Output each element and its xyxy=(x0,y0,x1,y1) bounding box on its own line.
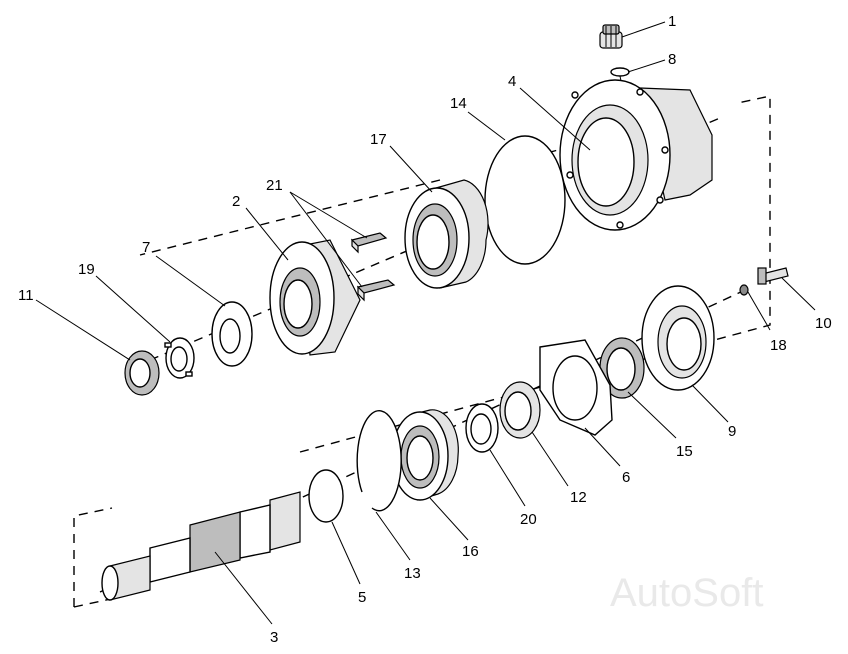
callout-13: 13 xyxy=(404,565,421,582)
callout-9: 9 xyxy=(728,423,736,440)
part-17-bearing xyxy=(404,179,489,289)
part-21-keys xyxy=(350,232,396,302)
callout-11: 11 xyxy=(18,287,34,304)
callout-15: 15 xyxy=(676,443,693,460)
callout-18: 18 xyxy=(770,337,787,354)
callout-20: 20 xyxy=(520,511,537,528)
callout-21: 21 xyxy=(266,177,283,194)
callout-6: 6 xyxy=(622,469,630,486)
callout-14: 14 xyxy=(450,95,467,112)
part-4-housing xyxy=(559,79,713,231)
part-3-shaft xyxy=(101,491,301,601)
callout-4: 4 xyxy=(508,73,516,90)
callout-labels: 1 8 4 14 17 21 2 7 19 11 10 18 9 15 6 12… xyxy=(18,13,832,646)
callout-2: 2 xyxy=(232,193,240,210)
callout-8: 8 xyxy=(668,51,676,68)
part-19-lock-washer xyxy=(164,337,195,379)
part-16-bearing xyxy=(391,409,459,501)
leader-lines xyxy=(35,21,816,625)
callout-5: 5 xyxy=(358,589,366,606)
callout-10: 10 xyxy=(815,315,832,332)
part-13-snap-ring xyxy=(356,410,402,512)
callout-7: 7 xyxy=(142,239,150,256)
part-7-washer xyxy=(211,301,253,367)
part-20-lock-washer xyxy=(465,403,499,453)
part-2-bevel-gear xyxy=(269,239,361,356)
callout-16: 16 xyxy=(462,543,479,560)
part-12-nut xyxy=(499,381,541,439)
part-11-nut xyxy=(124,350,160,396)
part-18-washer xyxy=(739,284,749,296)
callout-12: 12 xyxy=(570,489,587,506)
part-10-bolt xyxy=(757,267,789,285)
part-6-gasket xyxy=(539,339,613,436)
part-1-breather xyxy=(599,24,623,49)
part-5-ring xyxy=(308,469,344,523)
callout-1: 1 xyxy=(668,13,676,30)
callout-19: 19 xyxy=(78,261,95,278)
watermark: AutoSoft xyxy=(610,571,763,615)
callout-17: 17 xyxy=(370,131,387,148)
part-9-cover xyxy=(641,285,715,391)
callout-3: 3 xyxy=(270,629,278,646)
part-14-o-ring xyxy=(484,135,566,265)
part-15-seal xyxy=(599,337,645,399)
